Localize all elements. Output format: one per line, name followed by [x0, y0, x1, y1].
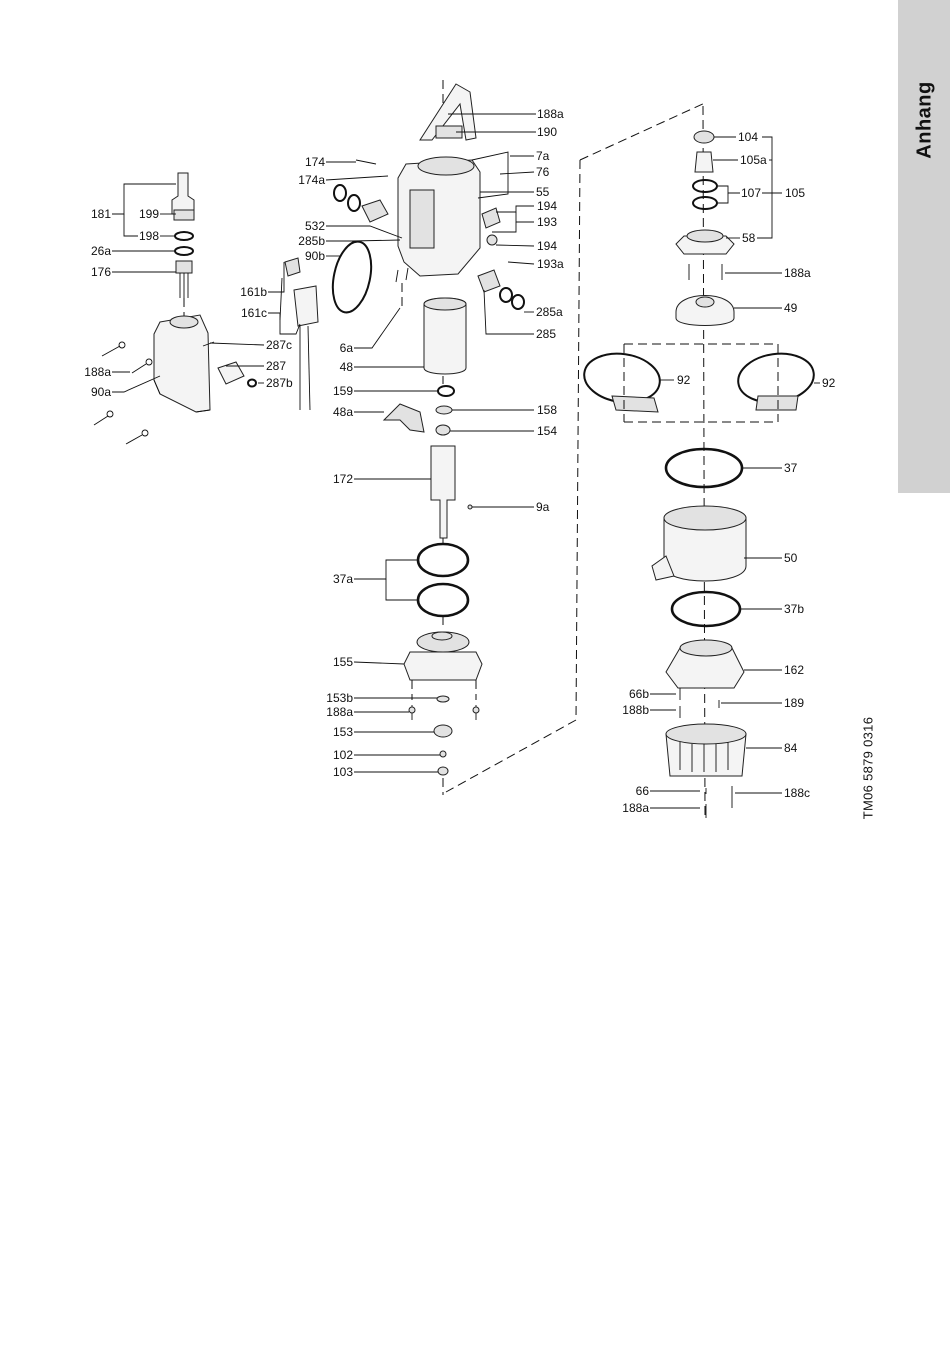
label-159: 159 [333, 384, 353, 398]
label-6a: 6a [340, 341, 354, 355]
label-188a-top: 188a [537, 107, 564, 121]
label-174: 174 [305, 155, 325, 169]
label-190: 190 [537, 125, 557, 139]
label-188a-bottom: 188a [622, 801, 649, 815]
label-176: 176 [91, 265, 111, 279]
label-172: 172 [333, 472, 353, 486]
label-26a: 26a [91, 244, 111, 258]
label-107: 107 [741, 186, 761, 200]
label-84: 84 [784, 741, 798, 755]
label-188a-left: 188a [84, 365, 111, 379]
label-48: 48 [340, 360, 354, 374]
label-102: 102 [333, 748, 353, 762]
label-193: 193 [537, 215, 557, 229]
label-181: 181 [91, 207, 111, 221]
label-162: 162 [784, 663, 804, 677]
label-92-right: 92 [822, 376, 836, 390]
label-285: 285 [536, 327, 556, 341]
label-285b: 285b [298, 234, 325, 248]
label-37a: 37a [333, 572, 353, 586]
label-285a: 285a [536, 305, 563, 319]
motor-assembly [327, 80, 524, 795]
label-194-1: 194 [537, 199, 557, 213]
label-161b: 161b [240, 285, 267, 299]
label-7a: 7a [536, 149, 550, 163]
label-189: 189 [784, 696, 804, 710]
label-188b: 188b [622, 703, 649, 717]
label-174a: 174a [298, 173, 325, 187]
label-287b: 287b [266, 376, 293, 390]
label-66b: 66b [629, 687, 649, 701]
label-153: 153 [333, 725, 353, 739]
label-194-2: 194 [537, 239, 557, 253]
label-66: 66 [636, 784, 650, 798]
label-103: 103 [333, 765, 353, 779]
label-153b: 153b [326, 691, 353, 705]
label-90b: 90b [305, 249, 325, 263]
label-188a-right: 188a [784, 266, 811, 280]
label-37: 37 [784, 461, 798, 475]
label-154: 154 [537, 424, 557, 438]
label-92-left: 92 [677, 373, 691, 387]
label-532: 532 [305, 219, 325, 233]
label-161c: 161c [241, 306, 267, 320]
label-9a: 9a [536, 500, 550, 514]
terminal-assembly [94, 173, 318, 444]
label-287c: 287c [266, 338, 292, 352]
label-158: 158 [537, 403, 557, 417]
label-104: 104 [738, 130, 758, 144]
label-188c: 188c [784, 786, 810, 800]
label-50: 50 [784, 551, 798, 565]
label-188a-mid: 188a [326, 705, 353, 719]
label-198: 198 [139, 229, 159, 243]
label-37b: 37b [784, 602, 804, 616]
label-155: 155 [333, 655, 353, 669]
label-55: 55 [536, 185, 550, 199]
label-105: 105 [785, 186, 805, 200]
label-48a: 48a [333, 405, 353, 419]
label-199: 199 [139, 207, 159, 221]
label-90a: 90a [91, 385, 111, 399]
label-49: 49 [784, 301, 798, 315]
pump-assembly [581, 131, 817, 818]
label-193a: 193a [537, 257, 564, 271]
label-58: 58 [742, 231, 756, 245]
label-287: 287 [266, 359, 286, 373]
label-105a: 105a [740, 153, 767, 167]
label-76: 76 [536, 165, 550, 179]
